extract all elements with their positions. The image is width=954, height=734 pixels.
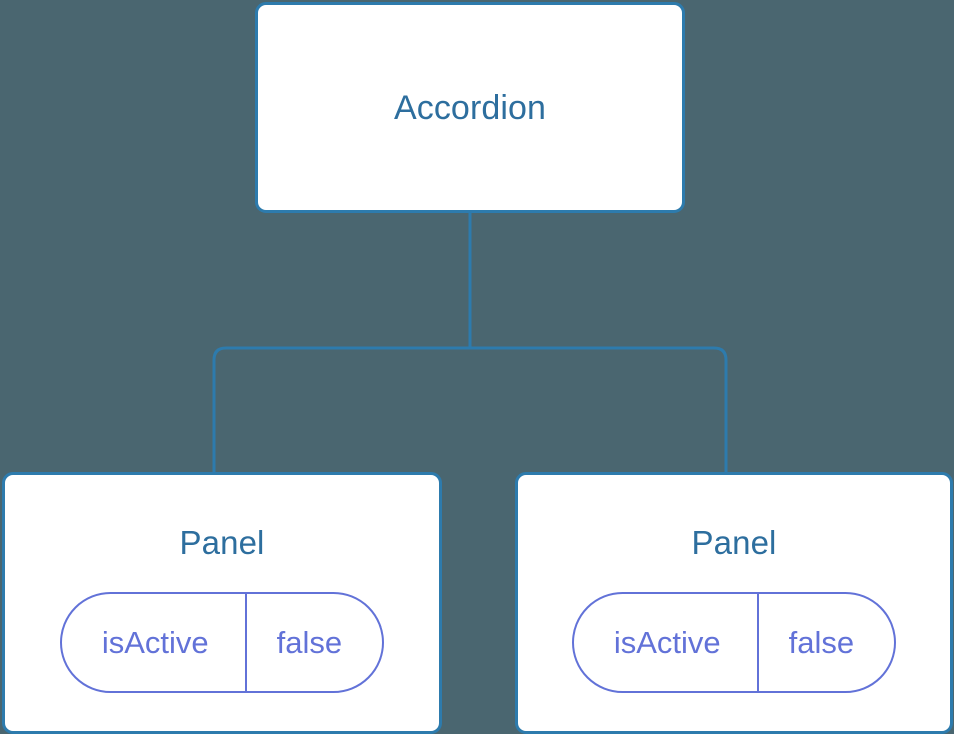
node-accordion[interactable]: Accordion: [255, 2, 685, 213]
node-panel-1-label: Panel: [179, 524, 265, 561]
state-pill-key-2: isActive: [613, 624, 721, 660]
state-pill-key-1: isActive: [101, 624, 209, 660]
node-panel-2-label: Panel: [691, 524, 777, 561]
state-pill-value-1: false: [244, 594, 382, 691]
node-panel-2-state-wrap: isActive false: [518, 592, 950, 693]
node-panel-1[interactable]: Panel isActive false: [2, 472, 442, 734]
state-pill-value-2: false: [756, 594, 894, 691]
connector-branch-left: [212, 346, 470, 474]
node-accordion-label: Accordion: [393, 88, 547, 127]
node-panel-1-state-wrap: isActive false: [5, 592, 439, 693]
state-pill-isactive-2[interactable]: isActive false: [571, 592, 897, 693]
state-pill-isactive-1[interactable]: isActive false: [59, 592, 385, 693]
node-panel-2[interactable]: Panel isActive false: [515, 472, 953, 734]
connector-branch-right: [470, 346, 728, 474]
